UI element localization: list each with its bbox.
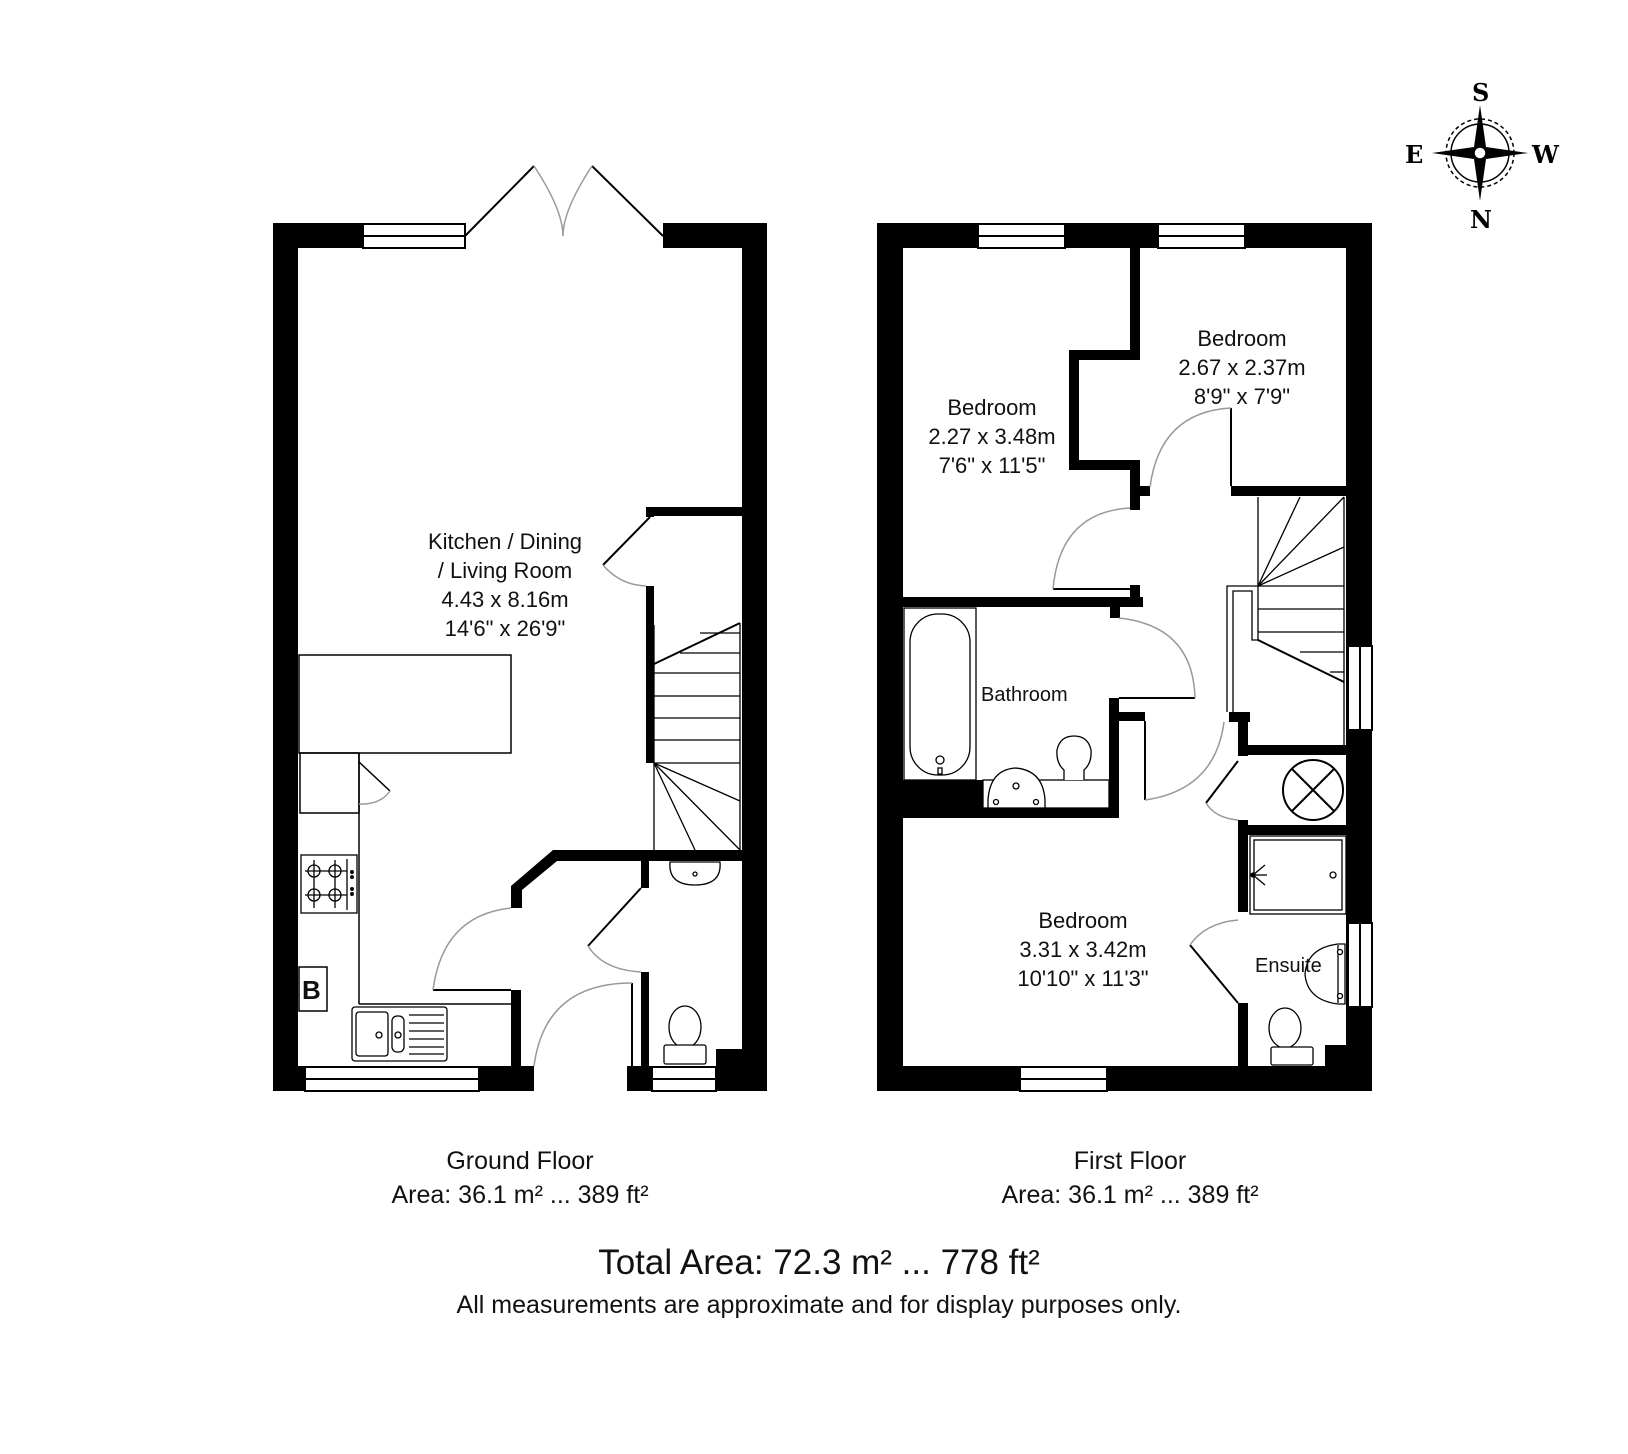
room-label-kitchen-dining-living: Kitchen / Dining / Living Room 4.43 x 8.…	[405, 527, 605, 643]
room-label-bedroom-1: Bedroom 2.27 x 3.48m 7'6" x 11'5"	[912, 393, 1072, 480]
first-floor-windows	[977, 223, 1373, 1092]
room-dimensions-imperial: 14'6" x 26'9"	[444, 616, 566, 641]
boiler-label: B	[302, 975, 321, 1005]
room-dimensions-imperial: 10'10" x 11'3"	[1017, 966, 1149, 991]
room-dimensions-metric: 4.43 x 8.16m	[441, 587, 569, 612]
room-name: Bedroom	[1197, 326, 1287, 351]
room-label-bedroom-3: Bedroom 3.31 x 3.42m 10'10" x 11'3"	[1003, 906, 1163, 993]
floor-title: First Floor	[1073, 1147, 1187, 1175]
ground-floor-walls	[273, 223, 767, 1091]
room-dimensions-metric: 2.27 x 3.48m	[928, 424, 1056, 449]
room-dimensions-metric: 2.67 x 2.37m	[1178, 355, 1306, 380]
room-dimensions-metric: 3.31 x 3.42m	[1019, 937, 1147, 962]
room-dimensions-imperial: 7'6" x 11'5"	[938, 453, 1046, 478]
first-floor-caption: First Floor Area: 36.1 m² ... 389 ft²	[970, 1144, 1290, 1212]
room-name: Bedroom	[947, 395, 1037, 420]
hot-water-cylinder-icon	[1282, 759, 1344, 821]
compass-letter-right: W	[1532, 140, 1559, 169]
ground-floor-stairs	[653, 622, 741, 851]
compass-rose-icon	[1432, 105, 1528, 201]
first-floor-walls	[877, 223, 1372, 1091]
room-name-line2: / Living Room	[437, 558, 573, 583]
compass-letter-left: E	[1405, 140, 1424, 169]
room-label-ensuite: Ensuite	[1255, 952, 1322, 981]
disclaimer: All measurements are approximate and for…	[456, 1291, 1182, 1319]
bathroom-fixtures	[903, 607, 1110, 809]
sink-icon	[351, 1006, 448, 1062]
boiler-box	[298, 966, 328, 1012]
first-floor-plan	[877, 223, 1373, 1092]
first-floor-doors	[1052, 407, 1239, 1004]
compass-letter-bottom: N	[1470, 205, 1492, 234]
ground-floor-plan	[273, 165, 767, 1092]
floor-area: Area: 36.1 m² ... 389 ft²	[391, 1181, 649, 1209]
first-floor-stairs	[1226, 496, 1345, 745]
kitchen-units	[298, 654, 512, 1005]
ground-floor-windows	[304, 223, 717, 1092]
compass-letter-top: S	[1472, 78, 1490, 107]
floor-area: Area: 36.1 m² ... 389 ft²	[1001, 1181, 1259, 1209]
total-area: Total Area: 72.3 m² ... 778 ft²	[598, 1243, 1040, 1282]
ensuite-fixtures	[1249, 835, 1347, 1066]
room-label-bedroom-2: Bedroom 2.67 x 2.37m 8'9" x 7'9"	[1162, 324, 1322, 411]
room-name: Bedroom	[1038, 908, 1128, 933]
room-dimensions-imperial: 8'9" x 7'9"	[1193, 384, 1291, 409]
room-name-line1: Kitchen / Dining	[427, 529, 583, 554]
room-name: Bathroom	[981, 684, 1068, 706]
floor-title: Ground Floor	[446, 1147, 594, 1175]
wc-fixtures	[663, 861, 721, 1065]
hob-icon	[300, 854, 358, 914]
room-label-bathroom: Bathroom	[981, 681, 1068, 710]
ground-floor-doors	[432, 516, 651, 1067]
french-doors	[464, 165, 664, 237]
room-name: Ensuite	[1255, 955, 1322, 977]
ground-floor-caption: Ground Floor Area: 36.1 m² ... 389 ft²	[360, 1144, 680, 1212]
